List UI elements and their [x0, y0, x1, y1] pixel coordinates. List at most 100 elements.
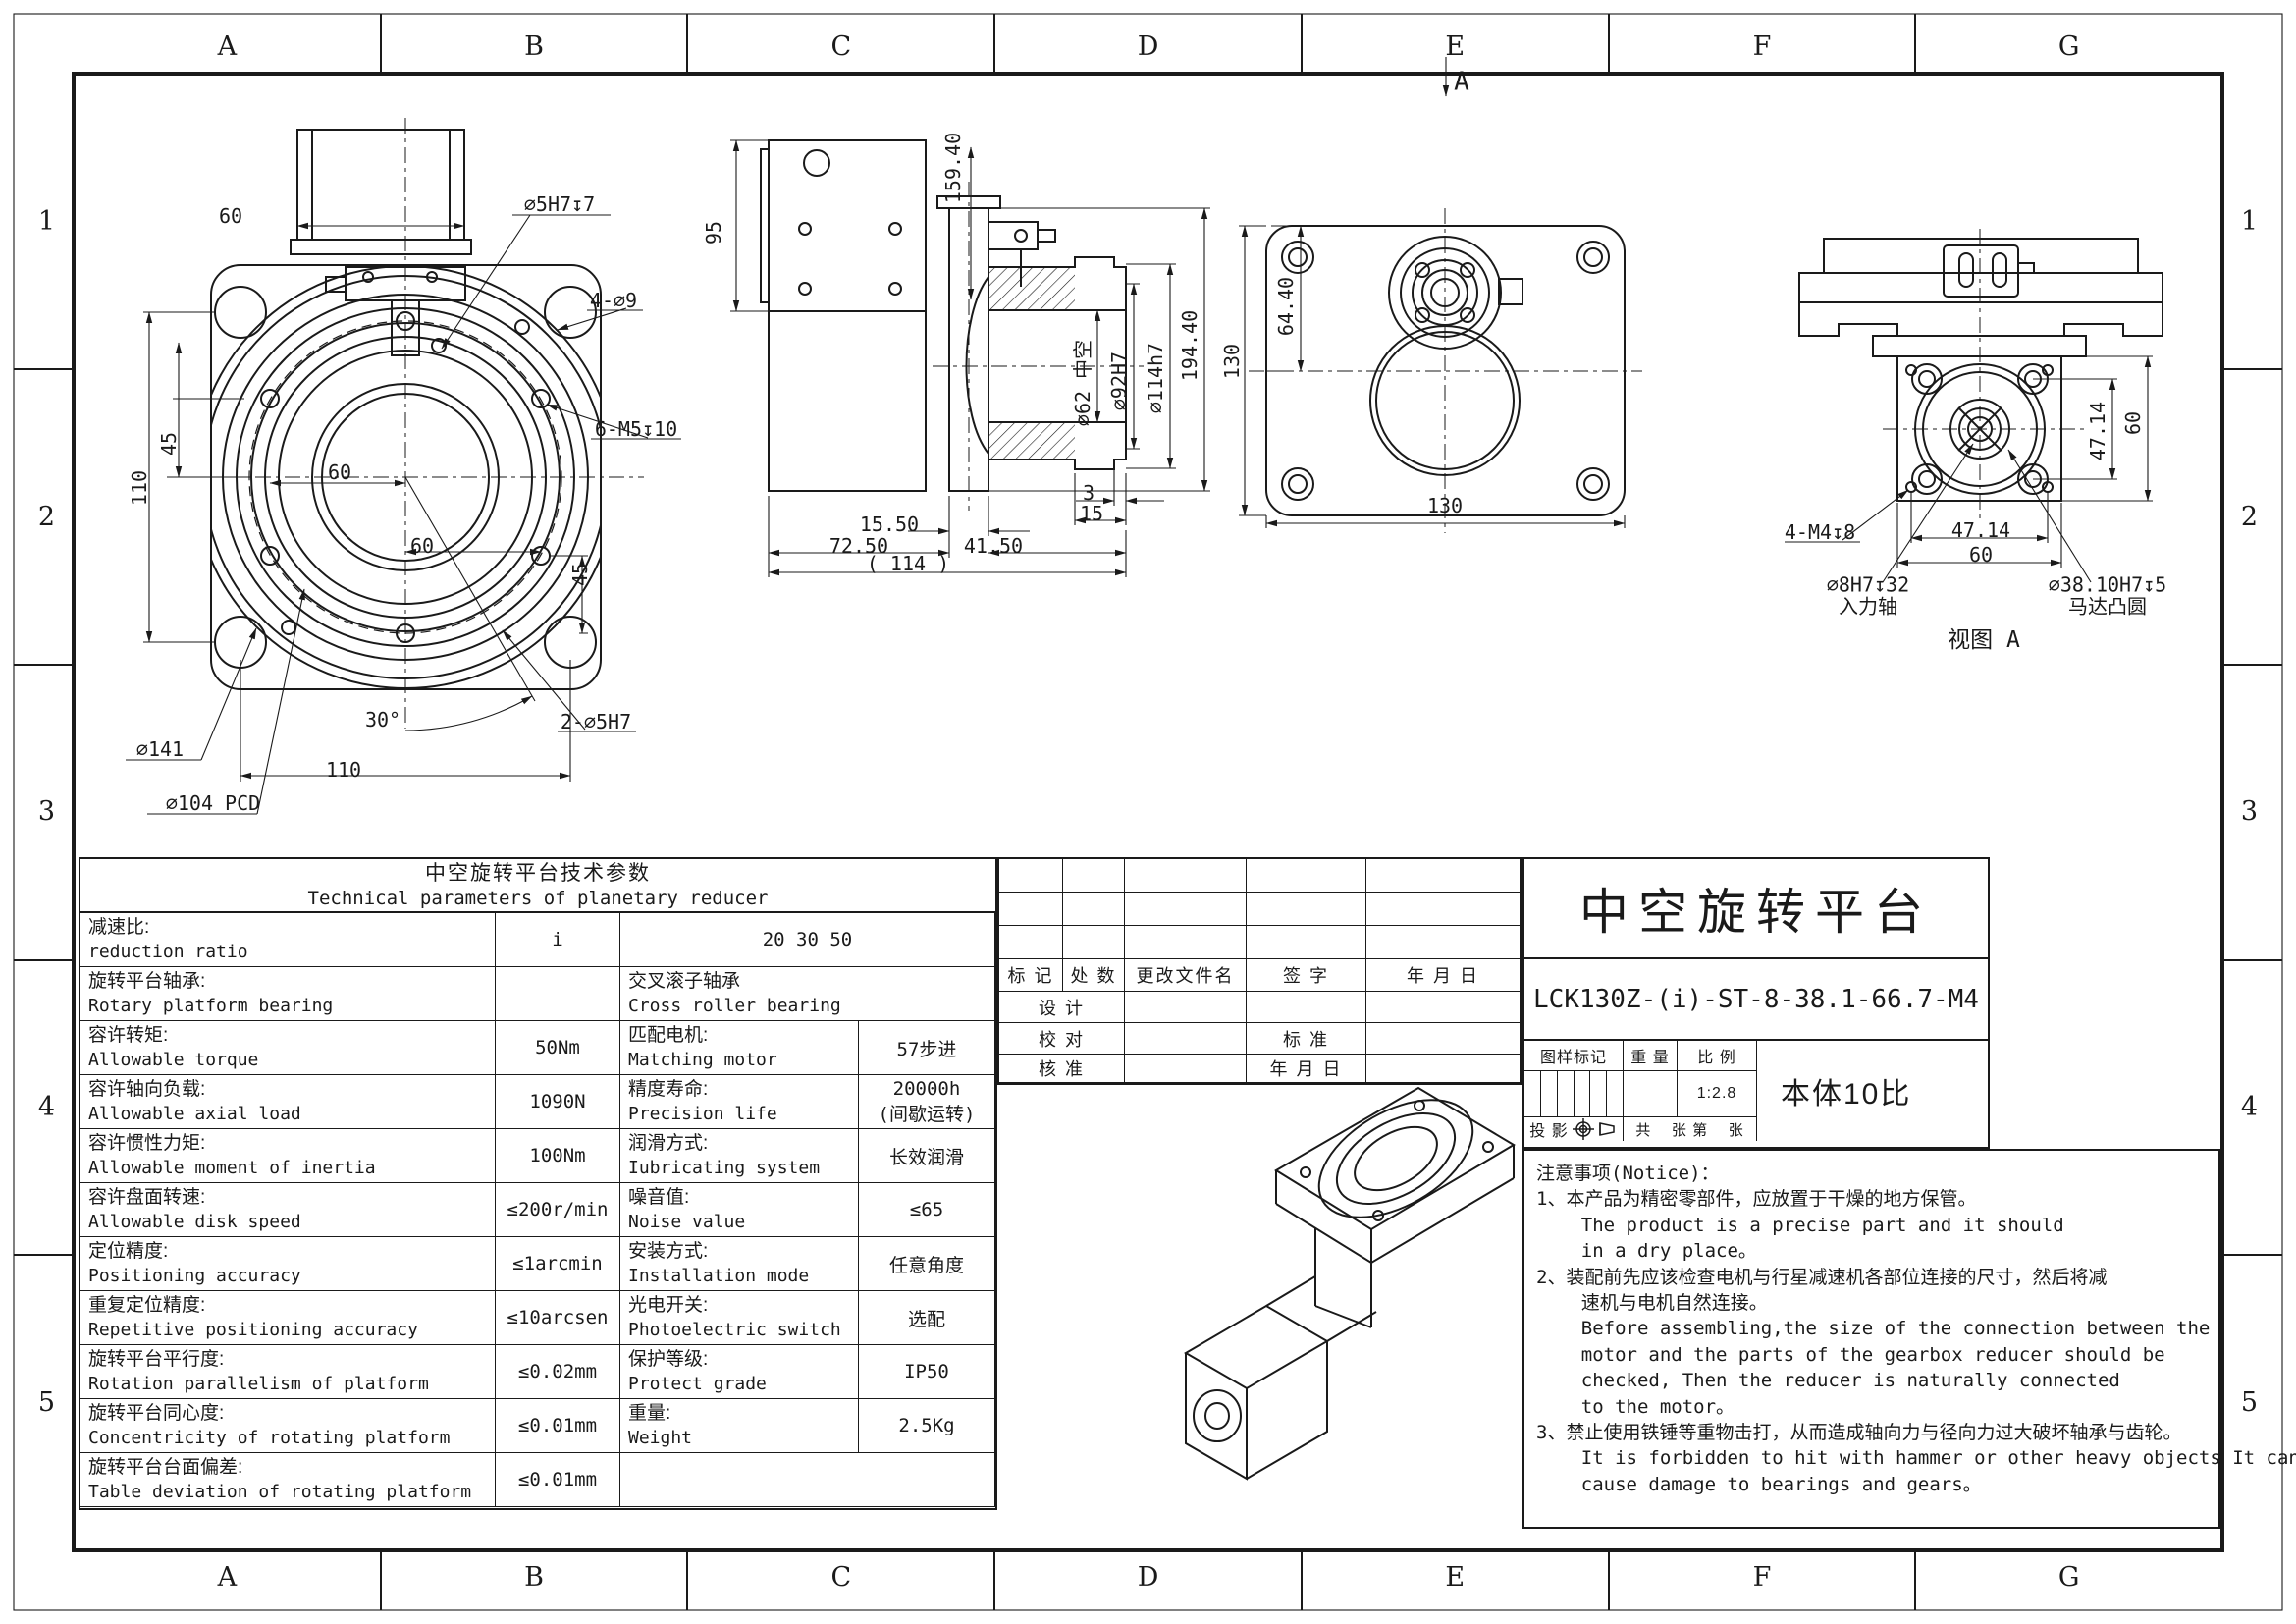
zone-number: 1 [2240, 205, 2259, 237]
param-value: 选配 [859, 1291, 995, 1345]
revision-header-cell: 年 月 日 [1366, 959, 1521, 992]
zone-letter: E [1445, 31, 1466, 62]
revision-table: 标 记处 数更改文件名签 字年 月 日设 计校 对标 准核 准年 月 日 [997, 857, 1522, 1085]
revision-empty-cell [999, 859, 1063, 893]
notice-line: 2、装配前先应该检查电机与行星减速机各部位连接的尺寸，然后将减 [1536, 1266, 2108, 1288]
param-label-cn: 润滑方式: [628, 1133, 709, 1154]
notice-line: The product is a precise part and it sho… [1536, 1214, 2064, 1236]
param-value: 长效润滑 [859, 1129, 995, 1183]
notice-line: 注意事项(Notice)： [1536, 1163, 1720, 1184]
param-label: 旋转平台台面偏差:Table deviation of rotating pla… [80, 1453, 496, 1507]
zone-letter: C [830, 1562, 852, 1593]
section-dims [730, 139, 1210, 577]
product-title: 中空旋转平台 [1524, 859, 1988, 959]
param-label-cn: 容许盘面转速: [88, 1187, 206, 1208]
param-label-cn: 精度寿命: [628, 1079, 709, 1100]
param-label-en: Noise value [628, 1212, 746, 1232]
param-label-en: Weight [628, 1428, 693, 1448]
revision-empty-cell [1063, 926, 1125, 959]
param-label-en: Iubricating system [628, 1158, 821, 1178]
param-value: 20000h (间歇运转) [859, 1075, 995, 1129]
param-label: 重复定位精度: Repetitive positioning accuracy [80, 1291, 496, 1345]
revision-empty-cell [1366, 926, 1521, 959]
param-label-cn: 重复定位精度: [88, 1295, 206, 1316]
projection-label: 投 影 [1529, 1123, 1569, 1140]
zone-letter: F [1752, 1562, 1772, 1593]
param-label-en: reduction ratio [88, 942, 248, 962]
revision-empty-cell [1366, 992, 1521, 1023]
zone-letter: G [2057, 31, 2080, 62]
zone-letter: E [1445, 1562, 1466, 1593]
param-label: 定位精度:Positioning accuracy [80, 1237, 496, 1291]
revision-empty-cell [1125, 893, 1247, 926]
title-block-grid: 图样标记 重 量 比 例 本体10比 1:2.8 投 影 共 张 第 张 [1524, 1041, 1988, 1141]
param-value: 2.5Kg [859, 1399, 995, 1453]
revision-empty-cell [1125, 1055, 1247, 1083]
param-label-en: Table deviation of rotating platform [88, 1482, 472, 1502]
param-label-cn: 旋转平台同心度: [88, 1403, 225, 1424]
param-value: ≤10arcsen [496, 1291, 620, 1345]
param-label-cn: 旋转平台平行度: [88, 1349, 225, 1370]
revision-empty-cell [1366, 859, 1521, 893]
revision-mid-cell [1247, 992, 1366, 1023]
param-label-en: Allowable disk speed [88, 1212, 301, 1232]
param-label-en: Cross roller bearing [628, 996, 841, 1016]
param-label: 容许盘面转速: Allowable disk speed [80, 1183, 496, 1237]
view-a [1798, 238, 2163, 502]
notice-line: 速机与电机自然连接。 [1536, 1292, 1768, 1315]
first-angle-projection-icon [1572, 1118, 1615, 1140]
notice-line: checked, Then the reducer is naturally c… [1536, 1370, 2120, 1392]
param-label-en: Concentricity of rotating platform [88, 1428, 451, 1448]
param-label-cn: 旋转平台轴承: [88, 971, 206, 992]
zone-number: 3 [37, 796, 56, 828]
param-value: ≤0.01mm [496, 1453, 620, 1507]
param-label: 精度寿命:Precision life [620, 1075, 859, 1129]
param-label: 旋转平台平行度:Rotation parallelism of platform [80, 1345, 496, 1399]
section-view [760, 139, 1127, 492]
param-label: 减速比:reduction ratio [80, 913, 496, 967]
zone-letter: F [1752, 31, 1772, 62]
zone-letter: A [217, 1562, 238, 1593]
param-label [620, 1453, 995, 1507]
parameters-table: 中空旋转平台技术参数 Technical parameters of plane… [79, 857, 997, 1510]
param-label-cn: 保护等级: [628, 1349, 709, 1370]
param-label-cn: 安装方式: [628, 1241, 709, 1262]
param-label: 噪音值: Noise value [620, 1183, 859, 1237]
param-value: 任意角度 [859, 1237, 995, 1291]
param-label-en: Protect grade [628, 1374, 767, 1394]
revision-header-cell: 签 字 [1247, 959, 1366, 992]
revision-empty-cell [1366, 1055, 1521, 1083]
revision-role-cell: 核 准 [999, 1055, 1125, 1083]
param-label-en: Allowable moment of inertia [88, 1158, 376, 1178]
weight-value [1624, 1071, 1678, 1117]
zone-letter: G [2057, 1562, 2080, 1593]
zone-number: 5 [37, 1387, 56, 1419]
zone-number: 3 [2240, 796, 2259, 828]
scale-value: 1:2.8 [1678, 1071, 1757, 1117]
zone-number: 1 [37, 205, 56, 237]
zone-number: 4 [37, 1092, 56, 1123]
param-label-cn: 定位精度: [88, 1241, 169, 1262]
zone-letter: D [1137, 31, 1159, 62]
notice-line: It is forbidden to hit with hammer or ot… [1536, 1447, 2296, 1470]
param-label-en: Repetitive positioning accuracy [88, 1320, 418, 1340]
parameters-table-title: 中空旋转平台技术参数 Technical parameters of plane… [80, 859, 995, 913]
param-label-cn: 光电开关: [628, 1295, 709, 1316]
param-label-cn: 噪音值: [628, 1187, 690, 1208]
zone-letter: C [830, 31, 852, 62]
mark-cells [1524, 1071, 1624, 1117]
revision-empty-cell [999, 893, 1063, 926]
param-label: 安装方式:Installation mode [620, 1237, 859, 1291]
title-block: 中空旋转平台 LCK130Z-(i)-ST-8-38.1-66.7-M4 图样标… [1522, 857, 1990, 1149]
param-label: 保护等级: Protect grade [620, 1345, 859, 1399]
sheet-count: 共 张 第 张 [1624, 1117, 1757, 1141]
param-value: ≤200r/min [496, 1183, 620, 1237]
param-label-en: Allowable axial load [88, 1104, 301, 1124]
revision-empty-cell [1063, 859, 1125, 893]
param-label: 润滑方式: Iubricating system [620, 1129, 859, 1183]
